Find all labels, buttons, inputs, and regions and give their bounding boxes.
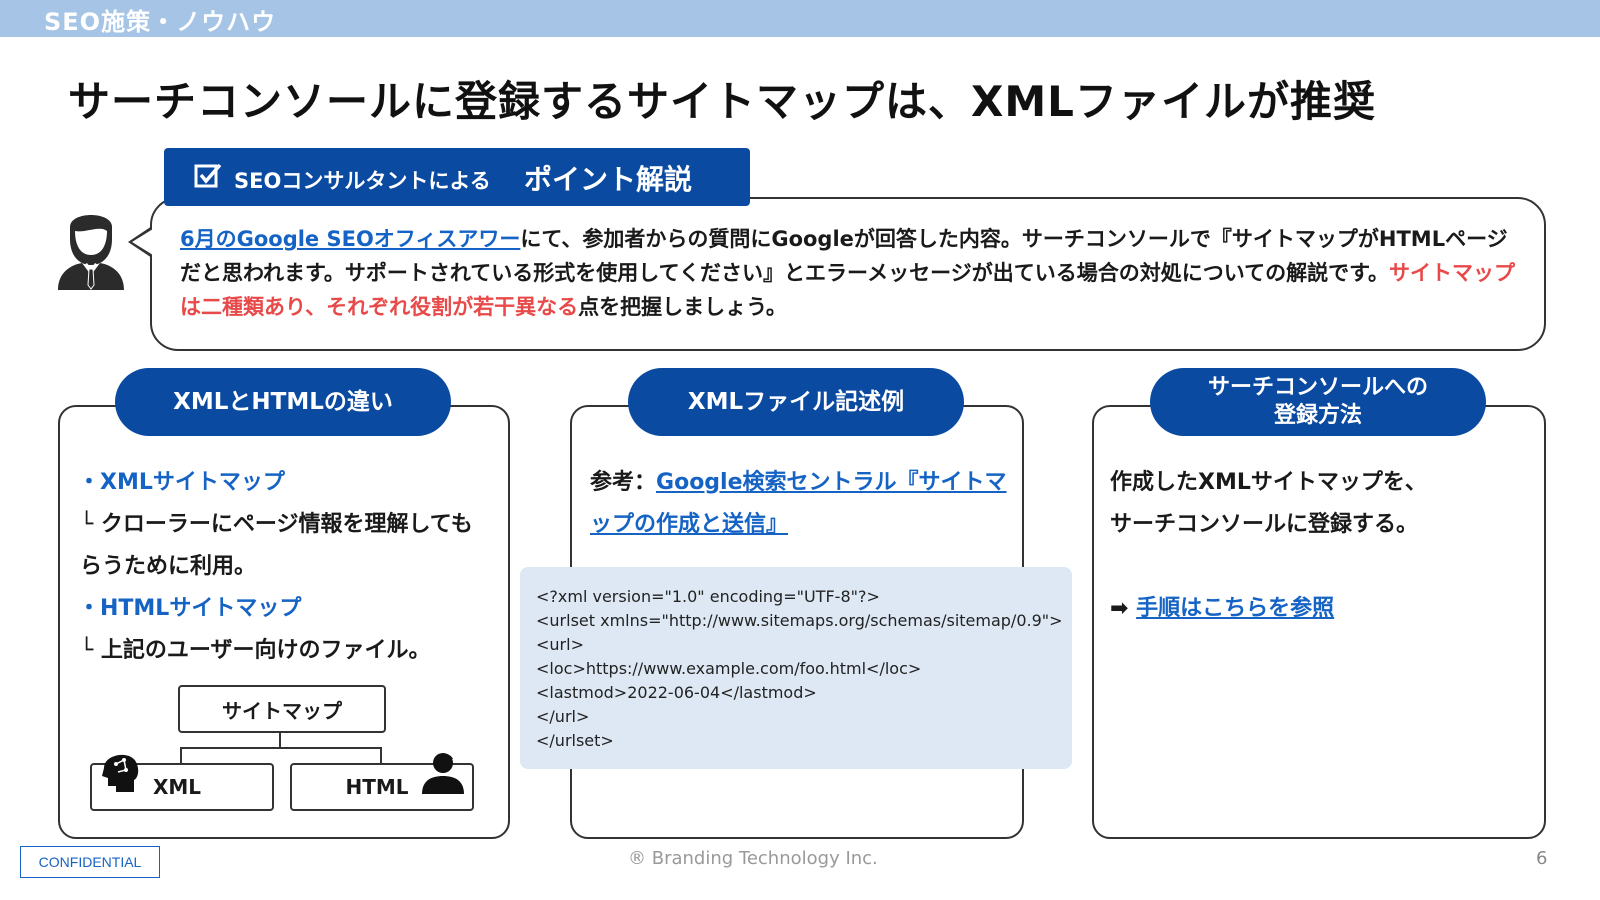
reference-text: 参考：Google検索セントラル『サイトマップの作成と送信』 — [590, 462, 1010, 546]
point-highlight: サイトマップは二種類あり、それぞれ役割が若干異なる — [180, 261, 1515, 319]
code-line: <loc>https://www.example.com/foo.html</l… — [536, 659, 922, 678]
point-description: 6月のGoogle SEOオフィスアワーにて、参加者からの質問にGoogleが回… — [180, 222, 1520, 324]
procedure-link[interactable]: 手順はこちらを参照 — [1136, 596, 1335, 621]
user-icon — [422, 753, 464, 794]
code-line: <?xml version="1.0" encoding="UTF-8"?> — [536, 587, 880, 606]
copyright: ® Branding Technology Inc. — [628, 848, 878, 869]
page-title: サーチコンソールに登録するサイトマップは、XMLファイルが推奨 — [68, 77, 1376, 126]
top-bar: SEO施策・ノウハウ — [0, 0, 1600, 37]
arrow-right-icon: ➡ — [1110, 596, 1129, 621]
search-console-heading-line1: サーチコンソールへの — [1207, 375, 1428, 400]
diagram-html-label: HTML — [345, 775, 409, 799]
diagram-root-sitemap: サイトマップ — [178, 685, 386, 733]
xml-code-sample: <?xml version="1.0" encoding="UTF-8"?> <… — [520, 567, 1072, 769]
bubble-tail-fill — [132, 229, 153, 255]
confidential-label: CONFIDENTIAL — [20, 846, 160, 878]
search-console-heading-line2: 登録方法 — [1273, 403, 1362, 428]
robot-head-icon — [102, 754, 139, 792]
code-line: </urlset> — [536, 731, 614, 750]
diagram-connector — [380, 747, 382, 763]
point-tab-title: ポイント解説 — [524, 163, 693, 196]
category-label: SEO施策・ノウハウ — [44, 8, 277, 36]
point-speech-bubble — [150, 197, 1546, 351]
checkbox-icon — [194, 163, 222, 188]
diagram-connector — [279, 731, 281, 747]
xml-sitemap-title: ・XMLサイトマップ — [78, 470, 285, 495]
procedure-link-row: ➡ 手順はこちらを参照 — [1110, 588, 1334, 630]
search-console-heading: サーチコンソールへの 登録方法 — [1150, 368, 1486, 436]
code-line: <url> — [536, 635, 584, 654]
html-sitemap-desc: └ 上記のユーザー向けのファイル。 — [80, 638, 431, 663]
xml-sitemap-desc: └ クローラーにページ情報を理解してもらうために利用。 — [80, 512, 473, 579]
code-line: <urlset xmlns="http://www.sitemaps.org/s… — [536, 611, 1063, 630]
html-sitemap-title: ・HTMLサイトマップ — [78, 596, 302, 621]
search-console-instructions: 作成したXMLサイトマップを、サーチコンソールに登録する。 — [1110, 470, 1427, 537]
point-text-2: 点を把握しましょう。 — [578, 295, 787, 319]
xml-example-heading: XMLファイル記述例 — [628, 368, 964, 436]
diagram-root-label: サイトマップ — [222, 698, 342, 723]
page-number: 6 — [1536, 848, 1548, 869]
reference-label: 参考： — [590, 470, 657, 495]
point-tab: SEOコンサルタントによる ポイント解説 — [164, 148, 750, 206]
diagram-xml-label: XML — [152, 775, 202, 799]
xml-html-difference-heading: XMLとHTMLの違い — [115, 368, 451, 436]
search-console-panel — [1092, 405, 1546, 839]
diagram-connector — [180, 747, 382, 749]
code-line: <lastmod>2022-06-04</lastmod> — [536, 683, 817, 702]
google-search-central-link[interactable]: Google検索セントラル『サイトマップの作成と送信』 — [590, 470, 1007, 537]
code-line: </url> — [536, 707, 590, 726]
point-tab-subtitle: SEOコンサルタントによる — [234, 169, 491, 193]
diagram-connector — [180, 747, 182, 763]
consultant-avatar-icon — [58, 215, 124, 290]
point-text-1: にて、参加者からの質問にGoogleが回答した内容。サーチコンソールで『サイトマ… — [180, 227, 1508, 285]
office-hours-link[interactable]: 6月のGoogle SEOオフィスアワー — [180, 227, 521, 251]
